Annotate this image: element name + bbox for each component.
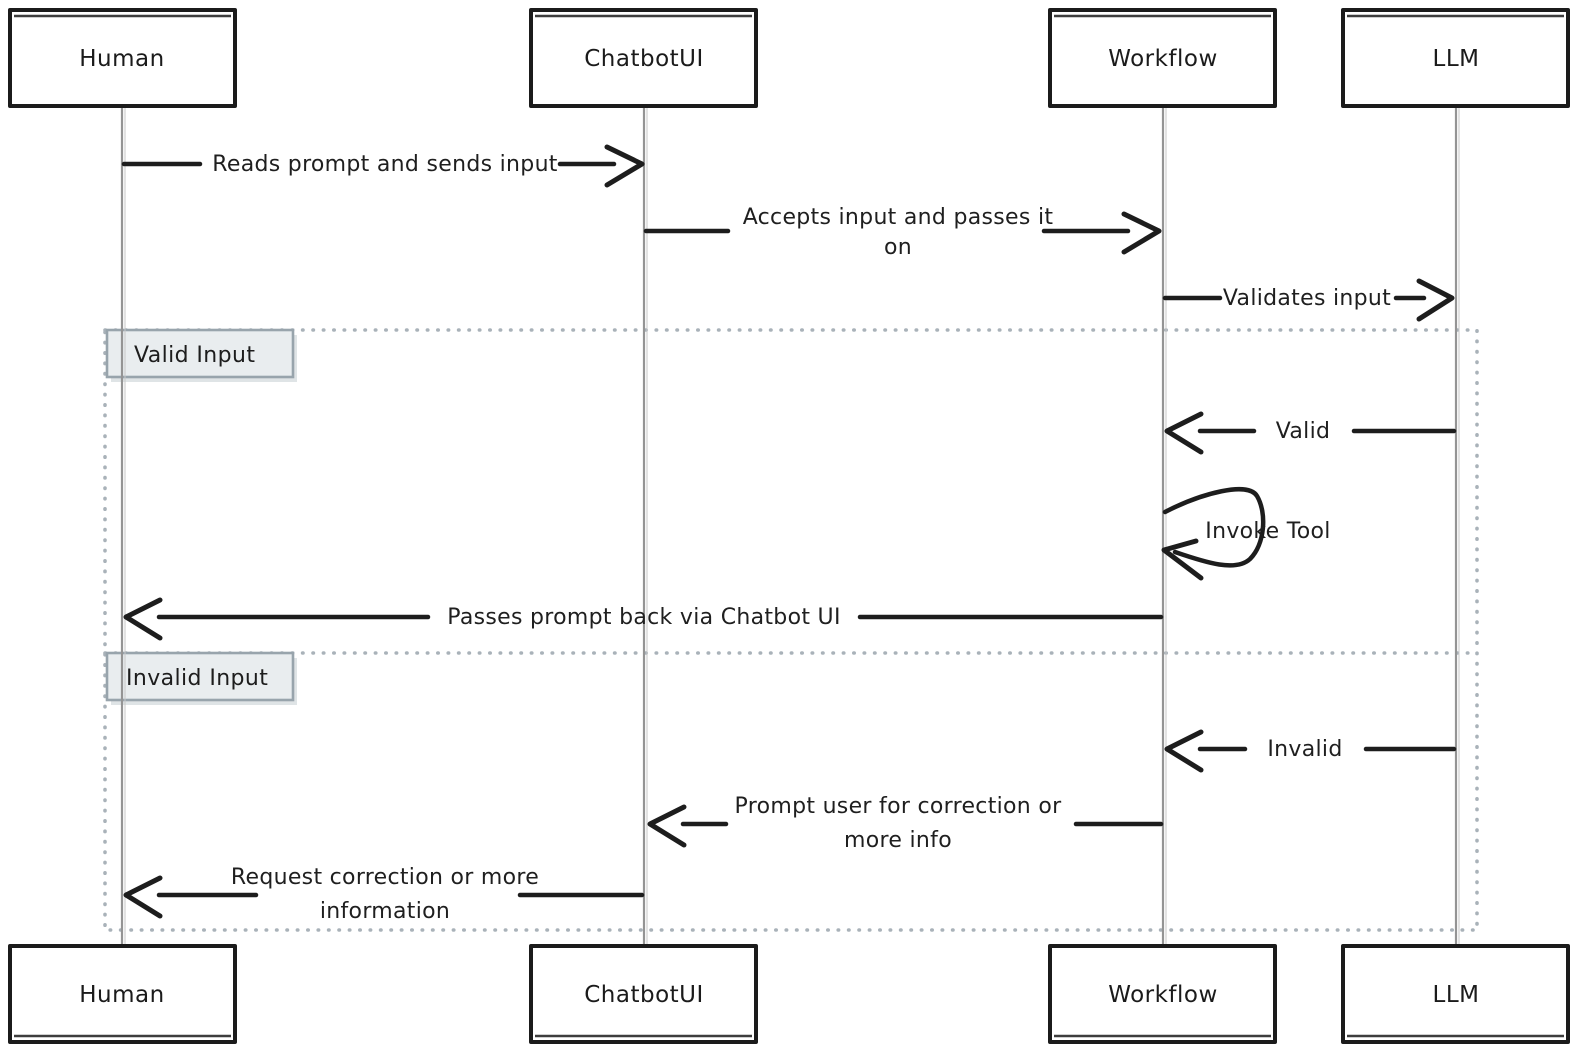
- alt-label-valid-box: [105, 328, 295, 379]
- actors-top: Human ChatbotUI Workflow LLM: [8, 8, 1570, 108]
- message-request-correction: Request correction or more information: [123, 865, 645, 924]
- message-invoke-tool: Invoke Tool: [1161, 487, 1330, 581]
- message-invalid: Invalid: [1164, 729, 1457, 773]
- arrowhead-right-icon: [1121, 211, 1162, 255]
- alt-label-valid-text: Valid Input: [134, 343, 255, 368]
- actor-chatbotui-bottom: ChatbotUI: [529, 944, 758, 1044]
- message-reads-prompt: Reads prompt and sends input: [121, 144, 645, 188]
- message-label: Passes prompt back via Chatbot UI: [447, 605, 841, 630]
- lifelines: [120, 106, 1460, 946]
- message-validates-input: Validates input: [1162, 278, 1455, 322]
- actors-bottom: Human ChatbotUI Workflow LLM: [8, 944, 1570, 1044]
- actor-label: ChatbotUI: [584, 982, 704, 1008]
- message-label-line1: Prompt user for correction or: [735, 794, 1063, 819]
- message-label-line1: Accepts input and passes it: [743, 205, 1054, 230]
- arrowhead-left-icon: [123, 597, 163, 641]
- actor-box: [8, 8, 237, 108]
- message-label-line2: on: [884, 235, 912, 260]
- alt-label-invalid: Invalid Input: [105, 651, 297, 705]
- actor-box: [529, 944, 758, 1044]
- alt-label-invalid-text: Invalid Input: [126, 666, 268, 691]
- arrowhead-right-icon: [604, 144, 645, 188]
- message-label-line2: more info: [844, 828, 952, 853]
- message-valid: Valid: [1164, 411, 1457, 455]
- actor-chatbotui-top: ChatbotUI: [529, 8, 758, 108]
- actor-box: [1341, 8, 1570, 108]
- actor-workflow-top: Workflow: [1048, 8, 1277, 108]
- actor-label: Human: [79, 982, 164, 1008]
- arrowhead-left-icon: [647, 804, 687, 848]
- message-label-line1: Request correction or more: [231, 865, 539, 890]
- alt-label-valid: Valid Input: [105, 328, 297, 382]
- alt-frame-border: [103, 328, 1479, 932]
- actor-box: [1048, 8, 1277, 108]
- message-label: Reads prompt and sends input: [212, 152, 558, 177]
- message-accepts-input: Accepts input and passes it on: [643, 205, 1162, 260]
- message-prompt-user: Prompt user for correction or more info: [647, 794, 1164, 853]
- actor-label: LLM: [1433, 46, 1480, 72]
- actor-human-bottom: Human: [8, 944, 237, 1044]
- alt-frame: Valid Input Invalid Input: [103, 328, 1479, 932]
- arrowhead-left-icon: [1164, 411, 1204, 455]
- arrowhead-left-icon: [1161, 538, 1204, 581]
- message-label: Valid: [1276, 419, 1331, 444]
- actor-box: [529, 8, 758, 108]
- message-label: Invalid: [1267, 737, 1342, 762]
- alt-label-invalid-box: [105, 651, 295, 702]
- actor-label: ChatbotUI: [584, 46, 704, 72]
- message-passes-back: Passes prompt back via Chatbot UI: [123, 597, 1164, 641]
- actor-box: [1341, 944, 1570, 1044]
- actor-human-top: Human: [8, 8, 237, 108]
- arrowhead-right-icon: [1416, 278, 1455, 322]
- arrowhead-left-icon: [123, 875, 163, 919]
- message-label: Invoke Tool: [1205, 519, 1330, 544]
- actor-label: LLM: [1433, 982, 1480, 1008]
- actor-llm-bottom: LLM: [1341, 944, 1570, 1044]
- actor-box: [1048, 944, 1277, 1044]
- actor-box: [8, 944, 237, 1044]
- actor-workflow-bottom: Workflow: [1048, 944, 1277, 1044]
- arrowhead-left-icon: [1164, 729, 1204, 773]
- message-label: Validates input: [1223, 286, 1391, 311]
- actor-label: Human: [79, 46, 164, 72]
- actor-label: Workflow: [1108, 982, 1218, 1008]
- message-label-line2: information: [320, 899, 450, 924]
- self-loop-line: [1162, 487, 1266, 568]
- actor-label: Workflow: [1108, 46, 1218, 72]
- actor-llm-top: LLM: [1341, 8, 1570, 108]
